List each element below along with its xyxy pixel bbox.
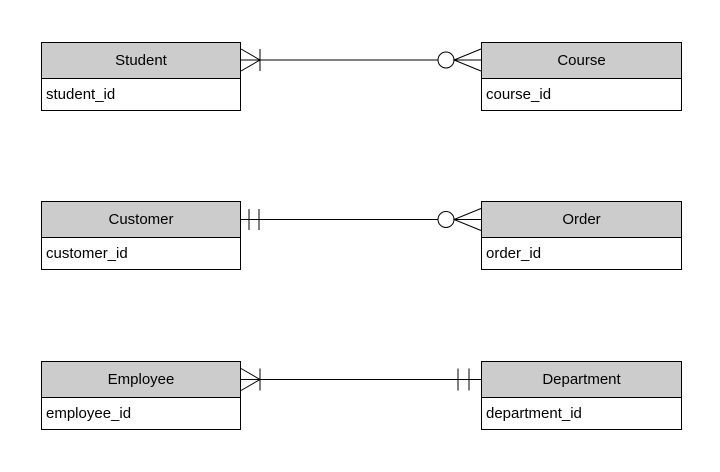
- entity-customer-field-customer-id: customer_id: [42, 238, 240, 269]
- entity-order-title: Order: [482, 202, 681, 238]
- crow-foot-many-icon: [240, 368, 261, 391]
- entity-customer: Customer customer_id: [41, 201, 241, 270]
- entity-customer-title: Customer: [42, 202, 240, 238]
- entity-employee: Employee employee_id: [41, 361, 241, 430]
- crow-foot-many-icon: [240, 48, 261, 72]
- entity-course-field-course-id: course_id: [482, 79, 681, 110]
- relationship-employee-department: [240, 368, 481, 391]
- entity-order-field-order-id: order_id: [482, 238, 681, 269]
- relationship-student-course: [240, 48, 482, 72]
- entity-department-title: Department: [482, 362, 681, 398]
- zero-circle-icon: [437, 211, 455, 228]
- entity-student-title: Student: [42, 43, 240, 79]
- relationship-customer-order: [241, 208, 482, 231]
- entity-employee-title: Employee: [42, 362, 240, 398]
- crow-foot-many-icon: [452, 208, 482, 231]
- entity-student: Student student_id: [41, 42, 241, 111]
- entity-student-field-student-id: student_id: [42, 79, 240, 110]
- entity-order: Order order_id: [481, 201, 682, 270]
- crow-foot-many-icon: [452, 48, 482, 72]
- entity-department-field-department-id: department_id: [482, 398, 681, 429]
- entity-course-title: Course: [482, 43, 681, 79]
- entity-department: Department department_id: [481, 361, 682, 430]
- zero-circle-icon: [437, 51, 455, 69]
- entity-course: Course course_id: [481, 42, 682, 111]
- entity-employee-field-employee-id: employee_id: [42, 398, 240, 429]
